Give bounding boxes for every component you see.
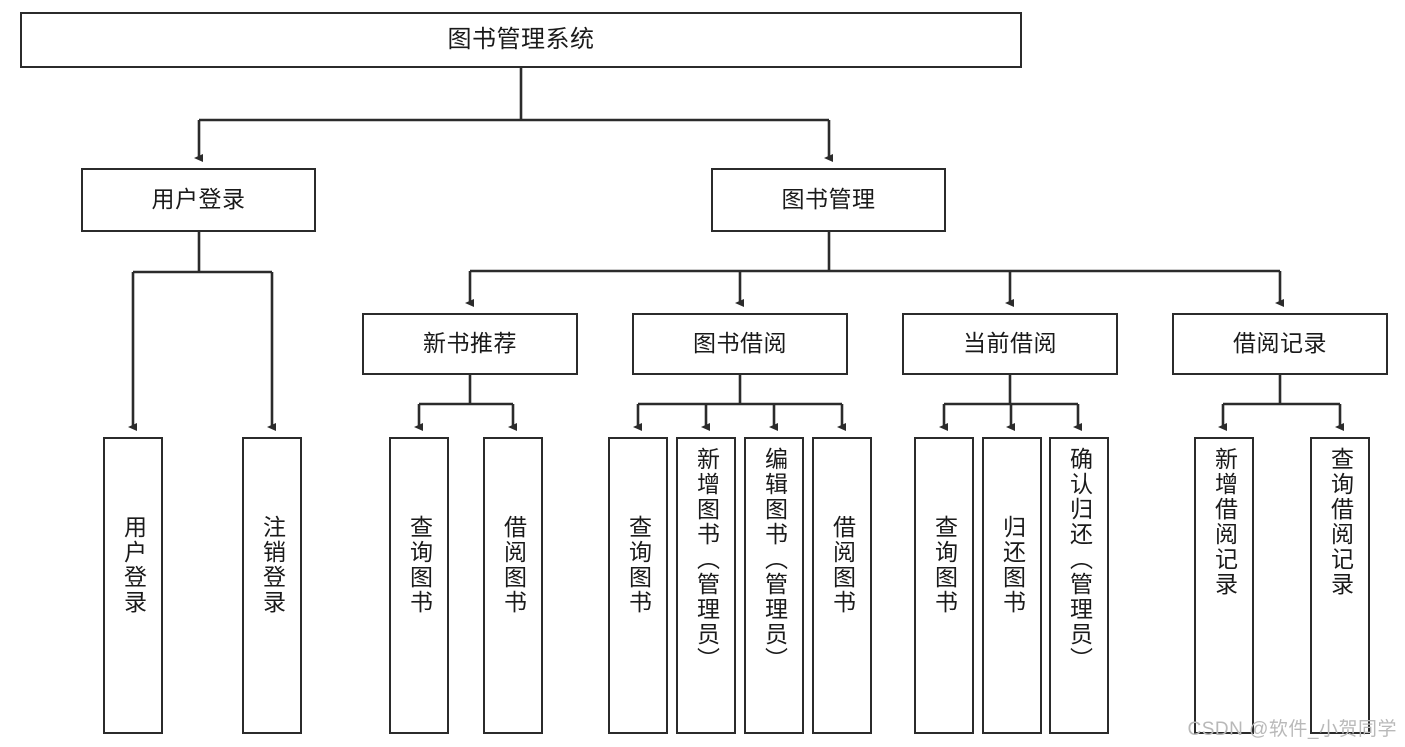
- csdn-watermark: CSDN @软件_小贺同学: [1187, 719, 1397, 740]
- node-label: 新书推荐: [423, 330, 517, 357]
- leaf-logout[interactable]: 注销登录: [242, 437, 302, 734]
- leaf-return-book[interactable]: 归还图书: [982, 437, 1042, 734]
- leaf-query-borrow-record[interactable]: 查询借阅记录: [1310, 437, 1370, 734]
- node-user-login[interactable]: 用户登录: [81, 168, 316, 232]
- node-label: 查询图书: [625, 515, 652, 615]
- node-label: 用户登录: [151, 186, 246, 213]
- node-label: 借阅记录: [1233, 330, 1327, 357]
- node-label: 新增借阅记录: [1211, 447, 1238, 597]
- node-current-borrow[interactable]: 当前借阅: [902, 313, 1118, 375]
- node-label: 图书管理: [781, 186, 876, 213]
- leaf-user-login[interactable]: 用户登录: [103, 437, 163, 734]
- node-root-system[interactable]: 图书管理系统: [20, 12, 1022, 68]
- leaf-add-borrow-record[interactable]: 新增借阅记录: [1194, 437, 1254, 734]
- node-label: 图书管理系统: [447, 25, 595, 53]
- node-book-management[interactable]: 图书管理: [711, 168, 946, 232]
- node-label: 注销登录: [259, 515, 286, 615]
- node-label: 借阅图书: [500, 515, 527, 615]
- node-new-book-recommend[interactable]: 新书推荐: [362, 313, 578, 375]
- node-label: 归还图书: [999, 515, 1026, 615]
- node-label: 当前借阅: [963, 330, 1057, 357]
- leaf-query-book-current[interactable]: 查询图书: [914, 437, 974, 734]
- leaf-borrow-book-recommend[interactable]: 借阅图书: [483, 437, 543, 734]
- node-label: 查询图书: [931, 515, 958, 615]
- node-label: 借阅图书: [829, 515, 856, 615]
- leaf-add-book-admin[interactable]: 新增图书（管理员）: [676, 437, 736, 734]
- node-label: 查询图书: [406, 515, 433, 615]
- node-label: 确认归还（管理员）: [1066, 447, 1093, 672]
- node-borrow-record[interactable]: 借阅记录: [1172, 313, 1388, 375]
- leaf-confirm-return-admin[interactable]: 确认归还（管理员）: [1049, 437, 1109, 734]
- node-label: 图书借阅: [693, 330, 787, 357]
- leaf-query-book-borrow[interactable]: 查询图书: [608, 437, 668, 734]
- node-label: 新增图书（管理员）: [693, 447, 720, 672]
- leaf-query-book-recommend[interactable]: 查询图书: [389, 437, 449, 734]
- leaf-edit-book-admin[interactable]: 编辑图书（管理员）: [744, 437, 804, 734]
- leaf-borrow-book[interactable]: 借阅图书: [812, 437, 872, 734]
- node-label: 查询借阅记录: [1327, 447, 1354, 597]
- node-book-borrow[interactable]: 图书借阅: [632, 313, 848, 375]
- node-label: 用户登录: [120, 515, 147, 615]
- node-label: 编辑图书（管理员）: [761, 447, 788, 672]
